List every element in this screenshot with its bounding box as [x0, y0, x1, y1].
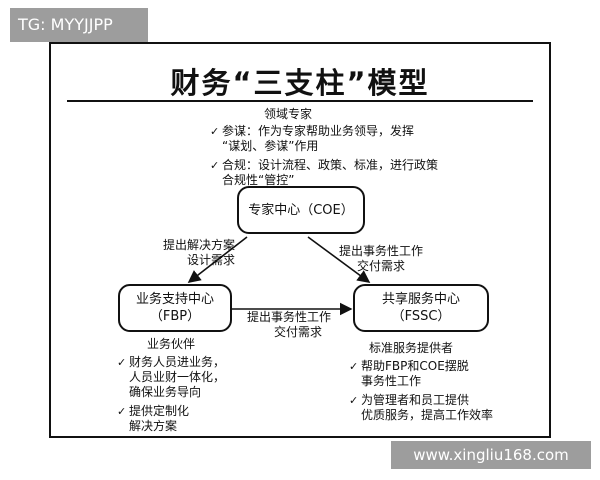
- coe-bullet-2-line-2: 合规性“管控”: [222, 173, 295, 187]
- coe-bullet-2-line-1: 合规：设计流程、政策、标准，进行政策: [222, 158, 439, 172]
- arrow-right-label-line-2: 交付需求: [357, 259, 406, 273]
- fbp-heading: 业务伙伴: [147, 337, 196, 351]
- fssc-bullet-2-line-1: 为管理者和员工提供: [361, 393, 470, 407]
- fbp-bullet-1-line-2: 人员业财一体化，: [129, 370, 226, 384]
- arrow-bottom-label: 提出事务性工作 交付需求: [247, 310, 331, 340]
- arrow-bottom-label-line-2: 交付需求: [274, 325, 323, 339]
- arrows-layer: [187, 236, 371, 316]
- fssc-box-line-2: （FSSC）: [391, 309, 451, 324]
- fbp-bullet-1-line-3: 确保业务导向: [129, 385, 202, 399]
- arrow-right-label-line-1: 提出事务性工作: [339, 244, 424, 258]
- title-divider: [67, 100, 533, 102]
- fssc-heading: 标准服务提供者: [369, 341, 454, 355]
- arrow-bottom-label-line-1: 提出事务性工作: [247, 310, 332, 324]
- arrow-coe-to-fbp: [187, 236, 248, 283]
- coe-box-label: 专家中心（COE）: [248, 202, 354, 218]
- arrow-left-label-line-2: 设计需求: [187, 253, 236, 267]
- watermark-label: www.xingliu168.com: [391, 441, 591, 469]
- fssc-bullet-2-line-2: 优质服务，提高工作效率: [361, 408, 494, 422]
- fssc-bullet-1-line-2: 事务性工作: [361, 374, 422, 388]
- fbp-box-line-2: （FBP）: [149, 309, 201, 324]
- fssc-bullet-1-line-1: 帮助FBP和COE摆脱: [361, 359, 469, 373]
- tg-label: TG: MYYJJPP: [10, 8, 148, 42]
- coe-heading: 领域专家: [264, 107, 313, 121]
- coe-box: 专家中心（COE）: [237, 186, 365, 234]
- coe-bullet-1-line-1: 参谋：作为专家帮助业务领导，发挥: [222, 124, 415, 138]
- fbp-bullet-1: 财务人员进业务， 人员业财一体化， 确保业务导向: [117, 355, 225, 400]
- coe-bullet-2: 合规：设计流程、政策、标准，进行政策 合规性“管控”: [210, 158, 438, 188]
- arrow-left-label: 提出解决方案 设计需求: [163, 238, 235, 268]
- arrow-left-label-line-1: 提出解决方案: [163, 238, 236, 252]
- diagram-frame: 财务“三支柱”模型 领域专家 参谋：作为专家帮助业务领导，发挥 “谋划、参谋”作…: [49, 42, 551, 438]
- fssc-bullet-1: 帮助FBP和COE摆脱 事务性工作: [349, 359, 493, 389]
- arrow-right-label: 提出事务性工作 交付需求: [339, 244, 423, 274]
- coe-bullet-list: 参谋：作为专家帮助业务领导，发挥 “谋划、参谋”作用 合规：设计流程、政策、标准…: [210, 124, 438, 192]
- fssc-box: 共享服务中心 （FSSC）: [353, 284, 489, 332]
- fbp-bullet-1-line-1: 财务人员进业务，: [129, 355, 226, 369]
- fbp-bullet-2-line-2: 解决方案: [129, 419, 178, 433]
- fbp-box: 业务支持中心 （FBP）: [118, 284, 232, 332]
- fssc-bullet-list: 帮助FBP和COE摆脱 事务性工作 为管理者和员工提供 优质服务，提高工作效率: [349, 359, 493, 427]
- fssc-bullet-2: 为管理者和员工提供 优质服务，提高工作效率: [349, 393, 493, 423]
- fbp-bullet-2-line-1: 提供定制化: [129, 404, 190, 418]
- fbp-bullet-list: 财务人员进业务， 人员业财一体化， 确保业务导向 提供定制化 解决方案: [117, 355, 225, 438]
- coe-bullet-1: 参谋：作为专家帮助业务领导，发挥 “谋划、参谋”作用: [210, 124, 438, 154]
- diagram-title: 财务“三支柱”模型: [170, 66, 430, 100]
- fbp-bullet-2: 提供定制化 解决方案: [117, 404, 225, 434]
- coe-bullet-1-line-2: “谋划、参谋”作用: [222, 139, 319, 153]
- fssc-box-line-1: 共享服务中心: [381, 292, 460, 307]
- fbp-box-line-1: 业务支持中心: [135, 292, 214, 307]
- arrow-coe-to-fssc: [307, 236, 371, 283]
